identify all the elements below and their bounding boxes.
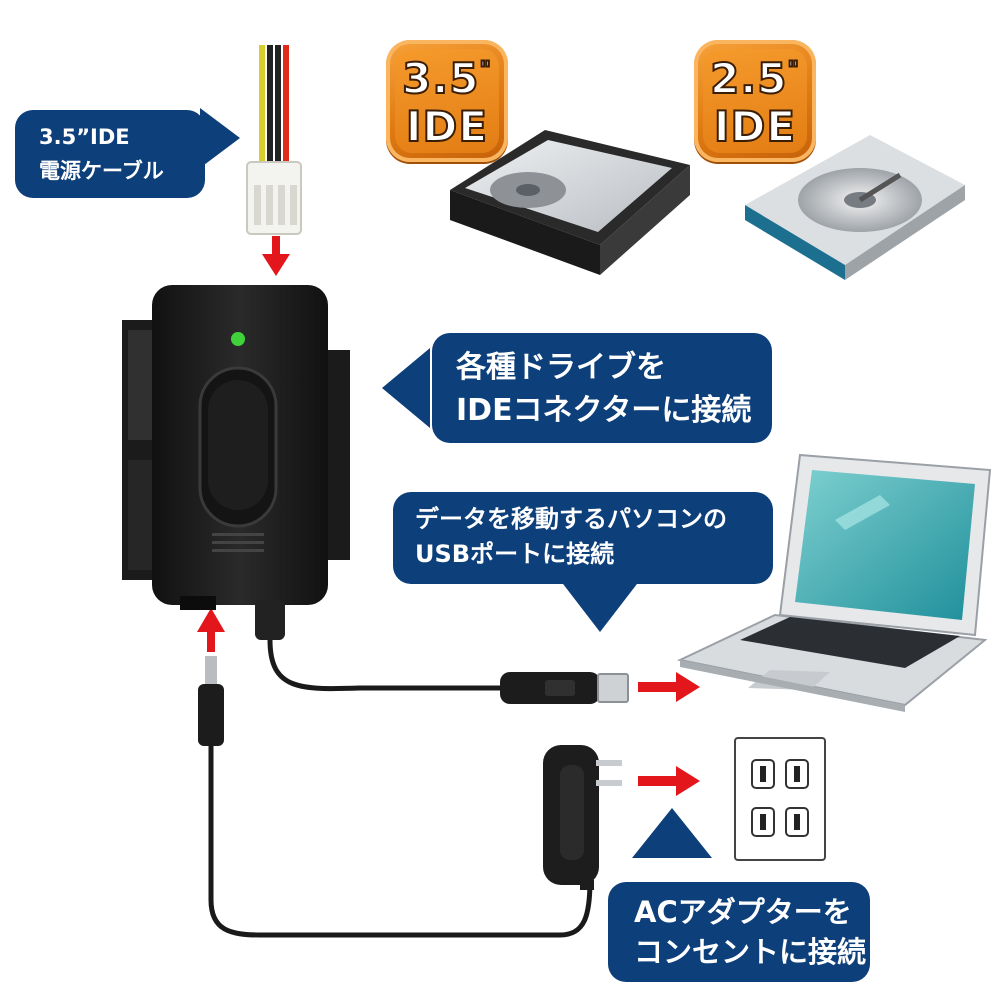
usb-cable [267, 639, 505, 692]
badge-size: 2.5 [709, 54, 788, 103]
red-arrow-down [262, 236, 290, 276]
badge-type: IDE [405, 102, 489, 151]
navy-arrow-right [200, 108, 240, 168]
inch-mark: " [478, 58, 492, 83]
navy-arrow-left [382, 348, 430, 428]
hdd-2-5 [745, 135, 965, 280]
red-arrow-to-laptop [638, 672, 700, 702]
red-arrow-to-outlet [638, 766, 700, 796]
callout-line: 各種ドライブを [456, 350, 666, 385]
dc-plug [198, 656, 224, 746]
hdd-3-5 [450, 130, 690, 275]
ide-usb-adapter [122, 285, 350, 640]
ac-adapter [543, 745, 622, 890]
callout-usb-port: データを移動するパソコンの USBポートに接続 [393, 492, 773, 584]
callout-line: IDEコネクターに接続 [456, 393, 752, 428]
callout-line: コンセントに接続 [634, 935, 867, 969]
wall-outlet [734, 737, 826, 861]
dc-cable [208, 746, 593, 938]
laptop [676, 453, 992, 712]
navy-arrow-up [632, 808, 712, 858]
badge-size: 3.5 [401, 54, 480, 103]
callout-line: ACアダプターを [634, 895, 852, 929]
red-arrow-up [197, 608, 225, 652]
molex-connector [246, 161, 302, 235]
inch-mark: " [786, 58, 800, 83]
navy-arrow-down [560, 580, 640, 632]
power-cable-wires [259, 45, 289, 165]
led-indicator [231, 332, 245, 346]
badge-type: IDE [713, 102, 797, 151]
callout-connect-drive: 各種ドライブを IDEコネクターに接続 [432, 333, 772, 443]
badge-3-5-ide: 3.5" IDE [386, 40, 508, 162]
usb-plug [500, 672, 629, 704]
callout-line: 電源ケーブル [39, 159, 164, 183]
badge-2-5-ide: 2.5" IDE [694, 40, 816, 162]
callout-line: データを移動するパソコンの [415, 505, 727, 533]
callout-power-cable: 3.5”IDE 電源ケーブル [15, 110, 205, 198]
callout-line: 3.5”IDE [39, 125, 130, 149]
callout-ac-adapter: ACアダプターを コンセントに接続 [608, 882, 870, 982]
callout-line: USBポートに接続 [415, 540, 615, 568]
